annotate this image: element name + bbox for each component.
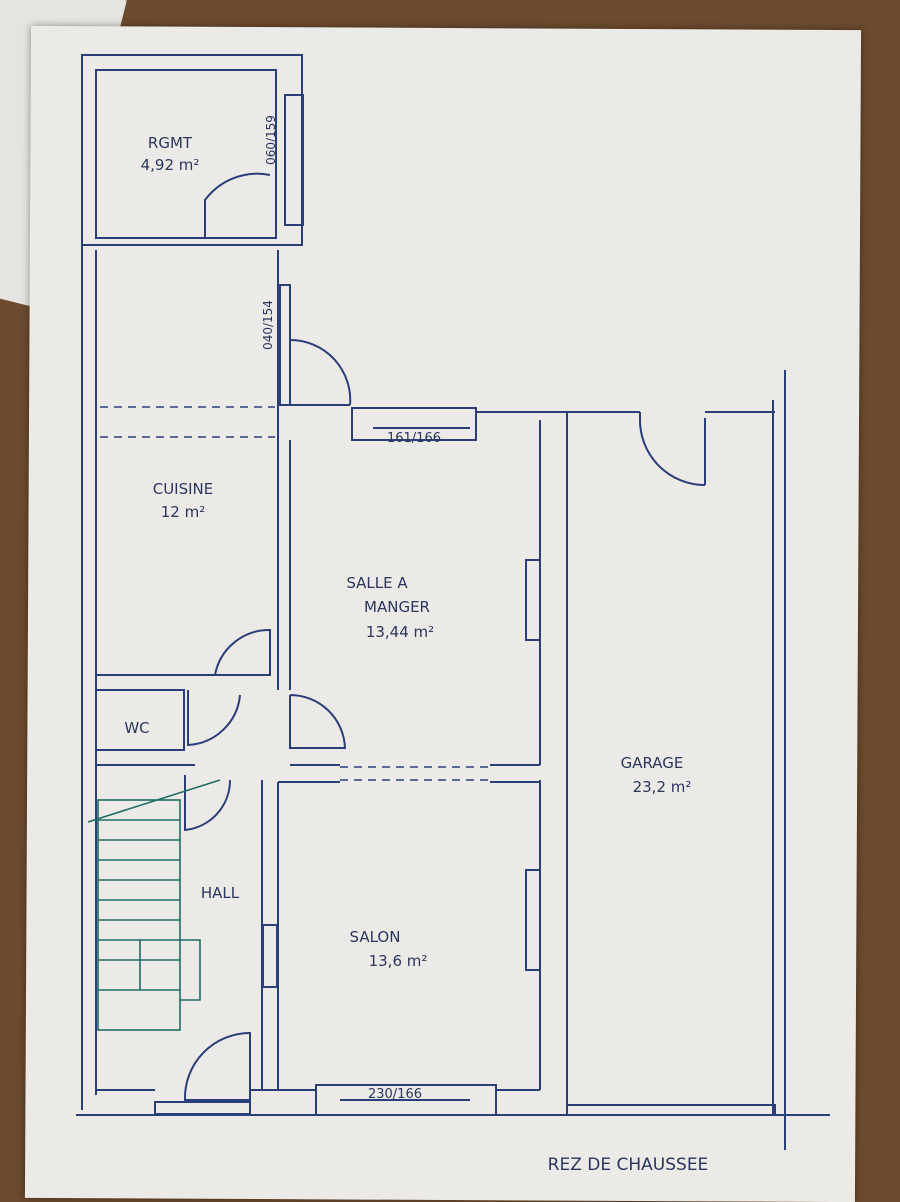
room-label-manger: MANGER	[364, 598, 430, 616]
staircase	[87, 779, 221, 1031]
room-area-garage: 23,2 m²	[633, 778, 692, 796]
room-area-cuisine: 12 m²	[161, 503, 205, 521]
window-dim-salon: 230/166	[368, 1087, 422, 1102]
room-label-rgmt: RGMT	[148, 134, 193, 152]
room-label-salon: SALON	[350, 928, 401, 946]
doors	[183, 172, 352, 1101]
room-area-salon: 13,6 m²	[369, 952, 428, 970]
window-dim-salle-a-manger: 161/166	[387, 431, 441, 446]
room-label-salle-a: SALLE A	[346, 574, 408, 592]
room-area-salle-a-manger: 13,44 m²	[366, 623, 434, 641]
plan-title: REZ DE CHAUSSEE	[548, 1155, 709, 1175]
window-dim-rgmt: 060/159	[264, 115, 278, 165]
room-area-rgmt: 4,92 m²	[141, 156, 200, 174]
dimension-lines	[340, 427, 470, 1101]
window-dim-cuisine: 040/154	[261, 300, 275, 350]
room-label-cuisine: CUISINE	[153, 480, 214, 498]
room-label-garage: GARAGE	[621, 754, 684, 772]
room-label-wc: WC	[124, 719, 149, 737]
room-label-hall: HALL	[201, 884, 240, 902]
walls	[76, 54, 830, 1150]
